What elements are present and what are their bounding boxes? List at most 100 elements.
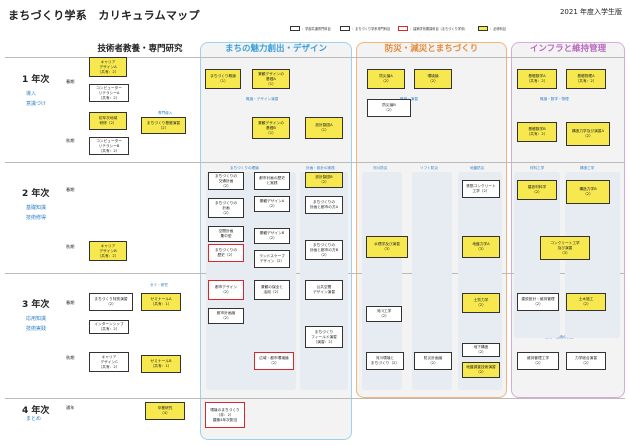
course-box[interactable]: 都市デザイン（2）	[208, 280, 244, 300]
course-box[interactable]: 景観の保全と活用（2）	[254, 280, 290, 300]
course-box[interactable]: まちづくり基礎演習（2）	[141, 117, 186, 134]
course-line: まとめ	[26, 416, 42, 422]
course-box[interactable]: 防災論B（2）	[367, 99, 411, 117]
column-head-basic: 技術者教養・専門研究	[80, 42, 200, 54]
course-line: 応用知識	[26, 316, 47, 322]
course-box[interactable]: コンピューターリテラシーA（共有：2）	[89, 84, 129, 102]
course-box[interactable]: ランドスケープデザイン（2）	[254, 250, 290, 268]
course-box[interactable]: 土質力学（2）	[462, 293, 500, 313]
group-label: 地盤防災	[470, 166, 484, 171]
course-box[interactable]: 卒業研究（4）	[145, 402, 185, 420]
legend-swatch	[478, 26, 488, 31]
course-box[interactable]: キャリアデザインA（共有：2）	[89, 57, 127, 77]
course-line: ：学部共通専門科目	[302, 27, 331, 31]
course-line: （共有：2）	[575, 79, 597, 83]
course-box[interactable]: ゼミナールB（共有：1）	[141, 355, 181, 373]
term-autumn: 秋期	[66, 355, 74, 361]
course-box[interactable]: 環境のまちづくり（非：2）建築4年次配当	[205, 402, 245, 428]
course-line: （4）	[160, 411, 170, 415]
course-box[interactable]: 都市計画論（2）	[208, 308, 244, 324]
course-box[interactable]: まちづくりの交通計画（2）	[208, 172, 244, 190]
course-line: ソフト防災	[420, 166, 438, 170]
course-box[interactable]: 構造力学B（2）	[566, 180, 610, 204]
course-box[interactable]: 基礎数学B（共有：2）	[517, 122, 557, 142]
course-box[interactable]: 都市計画の歴史と実践	[254, 172, 290, 190]
course-box[interactable]: 力学総合演習（2）	[566, 352, 606, 370]
course-box[interactable]: 河川環境とまちづくり（2）	[366, 352, 404, 370]
course-line: 計画・設計の実践	[306, 166, 335, 170]
course-box[interactable]: まちづくり概論（1）	[205, 69, 241, 89]
course-line: 基礎知識	[26, 205, 47, 211]
course-box[interactable]: 環境論（2）	[414, 69, 452, 89]
course-box[interactable]: 土木施工（2）	[566, 293, 606, 311]
course-line: 基礎数学B	[528, 127, 546, 131]
course-box[interactable]: 基礎物理A（共有：2）	[566, 69, 606, 89]
course-line: 地盤防災	[470, 166, 485, 170]
course-box[interactable]: 防災論A（2）	[367, 69, 405, 89]
course-line: インターンシップ	[94, 322, 124, 326]
course-box[interactable]: 景観デザインの基礎A（1）	[252, 69, 290, 89]
course-line: （共有：2）	[98, 364, 120, 369]
course-box[interactable]: 空間計画集中型	[208, 226, 244, 242]
course-box[interactable]: まちづくりの歴史（2）	[208, 244, 244, 262]
course-line: フィールド演習	[311, 334, 337, 339]
course-box[interactable]: コンピューターリテラシーB（共有：2）	[89, 137, 129, 155]
course-box[interactable]: 初年次地域研修（2）	[89, 112, 127, 130]
course-line: 活用（2）	[263, 290, 281, 294]
course-box[interactable]: 地盤力学A（3）	[462, 236, 500, 258]
course-box[interactable]: まちづくりの計画と都市の方A	[305, 196, 343, 214]
course-box[interactable]: ゼミナールA（共有：1）	[141, 293, 181, 311]
course-box[interactable]: 広域・都市環境論（2）	[254, 352, 294, 370]
course-box[interactable]: まちづくりの計画（2）	[208, 198, 244, 218]
course-box[interactable]: 景観デザインの基礎B（1）	[252, 117, 290, 139]
course-box[interactable]: 構造力学及び演習A（2）	[566, 122, 610, 146]
column-head-infra: インフラと維持管理	[511, 42, 625, 54]
course-box[interactable]: インターンシップ（共有：2）	[89, 320, 129, 334]
course-box[interactable]: 景観デザインA（2）	[254, 196, 290, 212]
course-box[interactable]: 基礎数学A（共有：2）	[517, 69, 557, 89]
course-line: ランドスケープ	[259, 254, 285, 258]
course-box[interactable]: キャリアデザインC（共有：2）	[89, 352, 129, 372]
course-line: 及び演習	[557, 245, 573, 250]
course-box[interactable]: まちづくりの計画と都市の方B（2）	[305, 240, 343, 260]
course-box[interactable]: 建設材料学（2）	[517, 180, 557, 200]
legend-swatch	[340, 26, 350, 31]
course-box[interactable]: 河川工学（2）	[366, 306, 402, 322]
course-line: 基礎数学A	[528, 74, 546, 78]
group-label: 計画・設計の実践	[306, 166, 335, 171]
course-line: （2）	[581, 361, 591, 365]
course-box[interactable]: 鉄筋コンクリート工学（2）	[462, 180, 500, 198]
course-line: と実践	[266, 181, 278, 185]
course-line: まちづくり特別演習	[94, 297, 128, 301]
course-line: 初年次地域	[98, 116, 118, 120]
course-line: （共有：2）	[97, 253, 119, 258]
course-line: 専門導入	[158, 111, 173, 115]
legend-swatch	[290, 26, 300, 31]
course-box[interactable]: 防災計画論（2）	[414, 352, 452, 370]
course-box[interactable]: まちづくりフィールド演習（演習：2）	[305, 326, 343, 348]
course-box[interactable]: キャリアデザインB（共有：2）	[89, 241, 127, 261]
course-box[interactable]: 設計製図A（1）	[305, 117, 343, 139]
course-line: 景観デザインの	[258, 71, 284, 76]
course-box[interactable]: 景観デザインB（2）	[254, 228, 290, 244]
course-line: （2）	[476, 303, 486, 307]
course-line: 導入	[26, 91, 37, 97]
course-line: （共有：1）	[150, 364, 172, 368]
course-box[interactable]: コンクリート工学及び演習（3）	[540, 236, 590, 260]
course-line: 景観デザインの	[258, 120, 284, 125]
course-box[interactable]: 地下構造（2）	[462, 343, 500, 357]
course-line: 土質力学	[473, 298, 489, 302]
course-line: コンピューター	[96, 138, 122, 143]
course-line: （2）	[158, 125, 169, 130]
course-line: （共有：2）	[98, 95, 120, 100]
course-box[interactable]: 建設設計・維持管理（2）	[517, 293, 559, 311]
course-box[interactable]: まちづくり特別演習（2）	[89, 293, 133, 311]
course-box[interactable]: 地盤調査技術演習（2）	[462, 362, 500, 378]
course-box[interactable]: 設計製図B（2）	[305, 172, 343, 188]
course-box[interactable]: 公共空間デザイン演習	[305, 280, 343, 300]
lane	[458, 172, 502, 390]
course-box[interactable]: 維持管理工学（2）	[517, 352, 559, 370]
course-line: まちづくり（2）	[370, 361, 400, 365]
course-box[interactable]: 水理学及び演習（3）	[366, 236, 408, 258]
course-line: （2）	[379, 314, 389, 318]
